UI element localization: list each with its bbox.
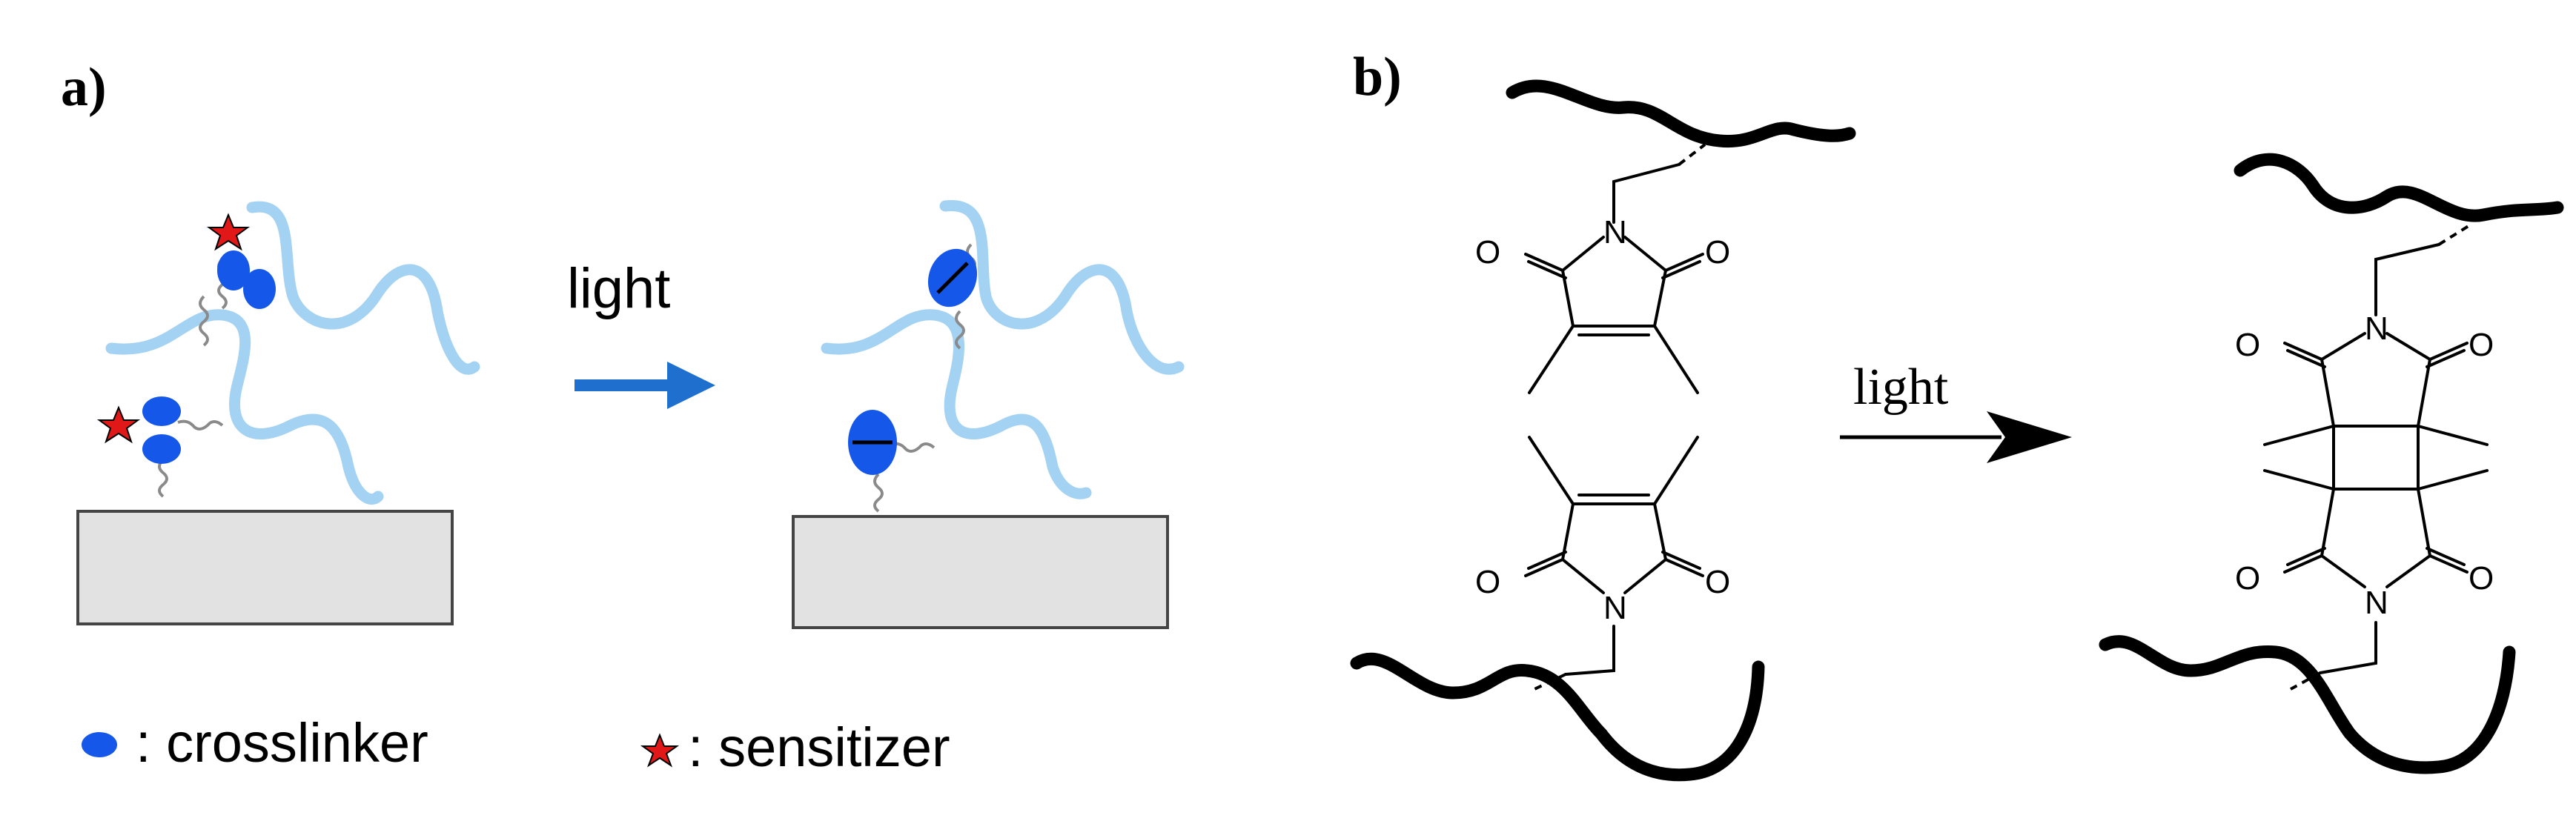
legend-crosslinker-text: : crosslinker [136,712,428,774]
legend-sensitizer-icon [640,733,680,768]
atom-n-top: N [1603,214,1627,250]
panel-a-label: a) [61,57,107,118]
atom-o-product-bottom-left: O [2235,560,2260,597]
polymer-strand-top-left [1506,79,1856,148]
crosslinker-before-1 [217,250,250,290]
polymer-chain-before-1 [246,201,480,375]
panel-b-arrow-label: light [1853,359,1949,416]
legend-sensitizer-text: : sensitizer [688,717,950,778]
polymer-strand-top-right [2234,153,2564,222]
atom-o-bottom-left: O [1475,564,1500,600]
tether-top-left [1612,163,1681,224]
panel-a: a) light [61,57,1185,778]
maleimide-top: N O O [1475,214,1730,394]
tether-bottom-right [2319,621,2377,674]
crosslinker-dimer-after-2 [848,410,897,475]
tether-before-3 [158,458,168,498]
light-arrow-blue [575,362,715,409]
atom-n-product-bottom: N [2365,585,2388,621]
atom-o-product-top-right: O [2469,327,2494,363]
reaction-arrow [1840,411,2072,463]
polymer-chain-after-2 [821,309,1092,499]
panel-b-label: b) [1353,47,1402,107]
sensitizer-star-before-1 [206,213,251,251]
maleimide-bottom: N O O [1475,436,1730,626]
tether-before-2 [199,295,209,347]
tether-top-right-dash [2437,225,2470,246]
substrate-before [76,510,454,625]
tether-after-3 [889,442,936,453]
tether-before-4 [177,419,224,431]
atom-o-top-right: O [1705,234,1730,270]
polymer-chain-before-2 [105,309,384,505]
panel-a-arrow-label: light [567,257,670,320]
polymer-strand-bottom-left [1350,652,1765,782]
polymer-strand-bottom-right [2099,635,2516,774]
crosslinker-dimer-after-1 [927,248,978,308]
panel-b: b) N O O [1350,47,2564,782]
sensitizer-star-before-2 [96,405,141,444]
atom-o-product-top-left: O [2235,327,2260,363]
crosslinker-before-2 [243,269,276,309]
atom-o-product-bottom-right: O [2469,560,2494,597]
tether-bottom-left [1564,625,1615,676]
atom-n-product-top: N [2365,310,2388,347]
tether-after-2 [955,310,965,350]
atom-n-bottom: N [1603,590,1627,626]
polymer-chain-after-1 [939,200,1185,375]
substrate-after [792,515,1169,629]
crosslinker-before-4 [142,434,181,464]
crosslinker-before-3 [142,396,181,426]
atom-o-top-left: O [1475,234,1500,270]
tether-after-4 [873,473,884,513]
tether-top-left-dash [1678,143,1706,166]
cyclobutane-dimer-product: N O O N O O [2235,310,2494,621]
atom-o-bottom-right: O [1705,564,1730,600]
tether-top-right [2374,243,2440,316]
legend-crosslinker-icon [82,732,117,757]
